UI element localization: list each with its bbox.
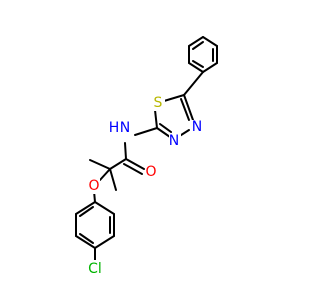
bond-clphenyl-1 xyxy=(94,201,115,215)
bond-phenyl-inner-3 xyxy=(192,60,204,68)
ether-oxygen-label: O xyxy=(88,178,99,194)
amide-h-label: H xyxy=(109,120,120,136)
bond-phenyl-inner-1 xyxy=(192,41,204,50)
bond-carbonyl-quat xyxy=(109,158,127,170)
bond-phenyl-4 xyxy=(202,62,218,73)
bond-phenyl-1 xyxy=(188,36,204,47)
bond-s-c2 xyxy=(154,109,158,129)
bond-n4-c5-double xyxy=(180,98,190,121)
bond-quat-ether xyxy=(99,168,111,181)
label-bg-n3 xyxy=(169,134,181,150)
bond-n4-c5 xyxy=(183,94,194,121)
bond-clphenyl-inner-2 xyxy=(79,233,94,244)
nitrogen-label-n3: N xyxy=(169,133,179,149)
chlorine-label: Cl xyxy=(88,261,102,277)
sulfur-label: S xyxy=(154,95,163,111)
bond-c5-s xyxy=(163,94,185,102)
bond-methyl-1 xyxy=(89,159,111,170)
bond-clphenyl-inner-3 xyxy=(79,206,94,217)
bond-c2-n3 xyxy=(156,127,171,138)
bond-methyl-2 xyxy=(109,168,117,191)
bond-phenyl-2 xyxy=(202,36,218,47)
label-bg-carbonyl-o xyxy=(145,164,157,180)
bond-c2-n3-double xyxy=(159,123,172,133)
bond-co-2 xyxy=(123,163,143,175)
bond-clphenyl-4 xyxy=(75,235,96,249)
amide-n-label: N xyxy=(120,120,130,136)
label-bg-nh xyxy=(108,121,134,137)
atom-labels: S N N H N O O Cl xyxy=(86,95,204,277)
bond-clphenyl-6 xyxy=(75,201,96,215)
molecule-diagram: S N N H N O O Cl xyxy=(75,36,218,277)
bond-phenyl-thiadiazole xyxy=(183,71,204,96)
bond-phenyl-5 xyxy=(188,62,204,73)
nitrogen-label-n4: N xyxy=(192,119,202,135)
label-bg-n4 xyxy=(192,120,204,136)
bond-clphenyl-3 xyxy=(94,235,115,249)
bond-c2-nh xyxy=(134,127,158,136)
bonds xyxy=(75,36,218,261)
structure-svg: S N N H N O O Cl xyxy=(75,36,218,277)
label-bg-s xyxy=(151,95,165,111)
bond-nh-carbonyl xyxy=(124,142,127,160)
carbonyl-oxygen-label: O xyxy=(145,164,156,180)
bond-co-1 xyxy=(125,158,145,170)
label-bg-ether-o xyxy=(88,178,100,194)
label-bg-cl xyxy=(86,260,104,276)
